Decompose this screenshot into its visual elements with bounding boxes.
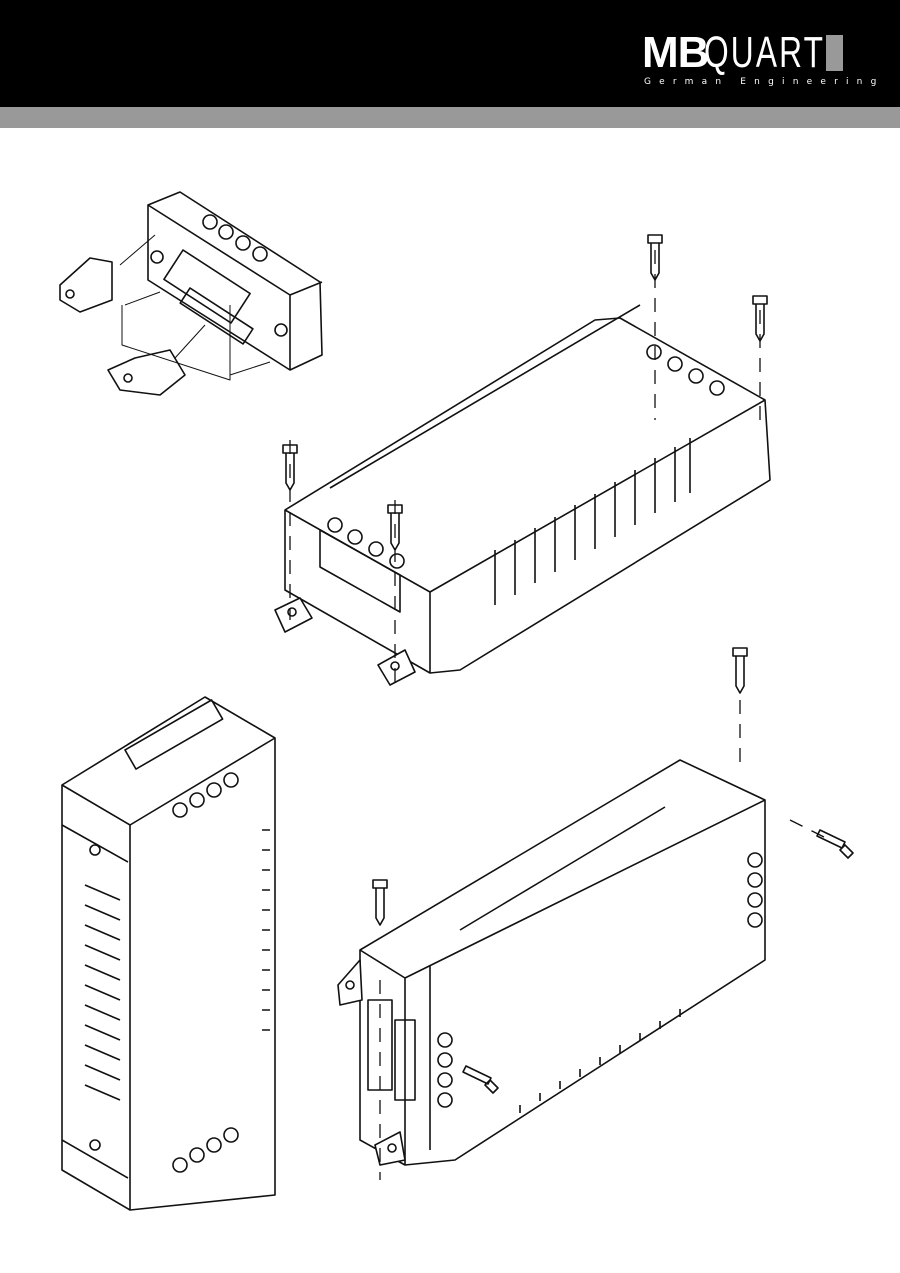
logo-bar — [826, 35, 843, 71]
brand-logo: MB QUART German Engineering — [642, 28, 876, 93]
page-header: MB QUART German Engineering — [0, 0, 900, 107]
header-band — [0, 107, 900, 128]
illustration-vertical — [61, 696, 276, 1211]
logo-mb: MB — [642, 28, 709, 77]
illustration-bracket-attachment — [59, 191, 323, 396]
illustration-horizontal-mount — [274, 234, 771, 690]
illustration-side-mount — [337, 647, 854, 1180]
installation-illustrations — [59, 191, 854, 1211]
logo-quart: QUART — [704, 28, 826, 77]
logo-tagline: German Engineering — [644, 77, 885, 87]
